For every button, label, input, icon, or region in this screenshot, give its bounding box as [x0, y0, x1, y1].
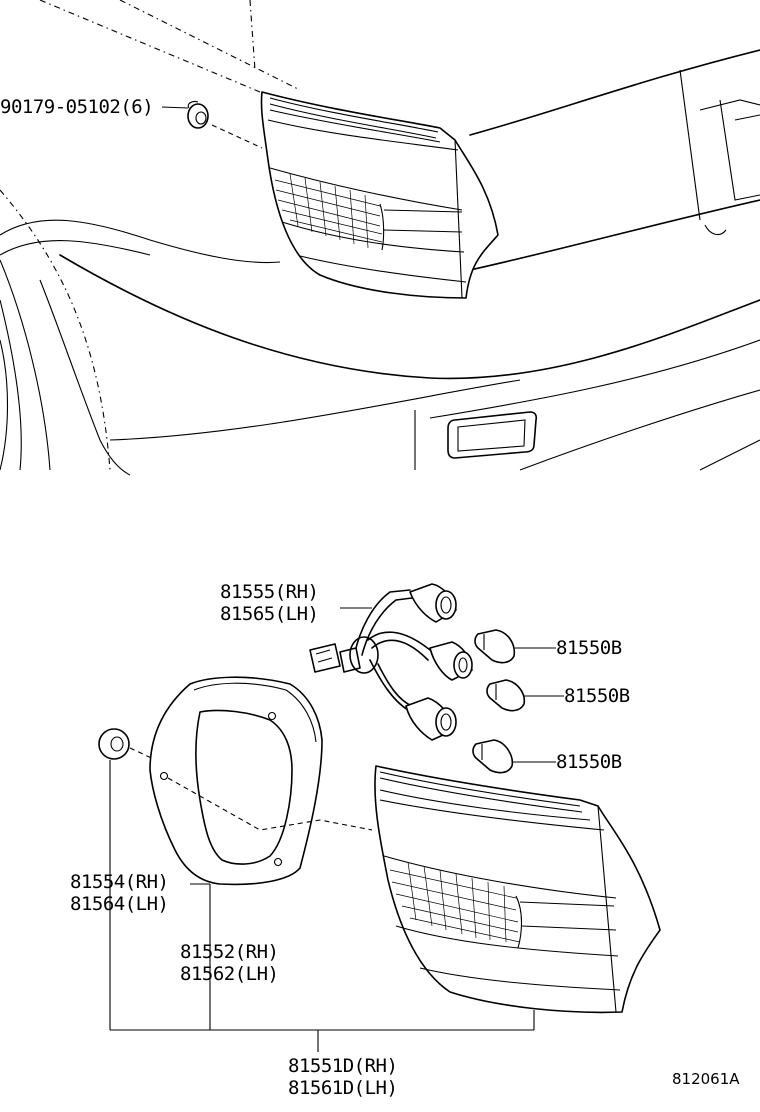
figure-code: 812061A	[672, 1070, 740, 1088]
clip-part-number: 90179-05102(6)	[0, 96, 153, 118]
socket-rh-number: 81555(RH)	[220, 581, 318, 603]
gasket-leader-dashed	[167, 777, 373, 831]
bracket-lines	[109, 760, 535, 1052]
socket-lh-number: 81565(LH)	[220, 603, 318, 625]
tail-lamp-installed	[260, 91, 499, 299]
bulb-2	[486, 679, 526, 712]
lamp-lh-number: 81561D(LH)	[288, 1077, 397, 1099]
bulb-3	[472, 739, 514, 774]
gasket-rh-number: 81552(RH)	[180, 941, 278, 963]
socket-harness	[309, 583, 473, 741]
tail-lamp-assembly	[374, 765, 661, 1014]
gasket-lh-number: 81562(LH)	[180, 963, 278, 985]
bulb-1-number: 81550B	[556, 637, 622, 659]
clip-leader	[161, 106, 189, 109]
cushion-part	[98, 728, 130, 760]
cushion-rh-number: 81554(RH)	[70, 871, 168, 893]
gasket-part	[149, 676, 323, 886]
bulb-2-number: 81550B	[564, 685, 630, 707]
clip-part	[187, 100, 209, 129]
bulb-3-number: 81550B	[556, 751, 622, 773]
cushion-lh-number: 81564(LH)	[70, 893, 168, 915]
lamp-rh-number: 81551D(RH)	[288, 1055, 397, 1077]
vehicle-body-outline	[0, 0, 760, 476]
clip-leader-dashed	[211, 124, 263, 149]
bulb-1	[474, 629, 516, 664]
